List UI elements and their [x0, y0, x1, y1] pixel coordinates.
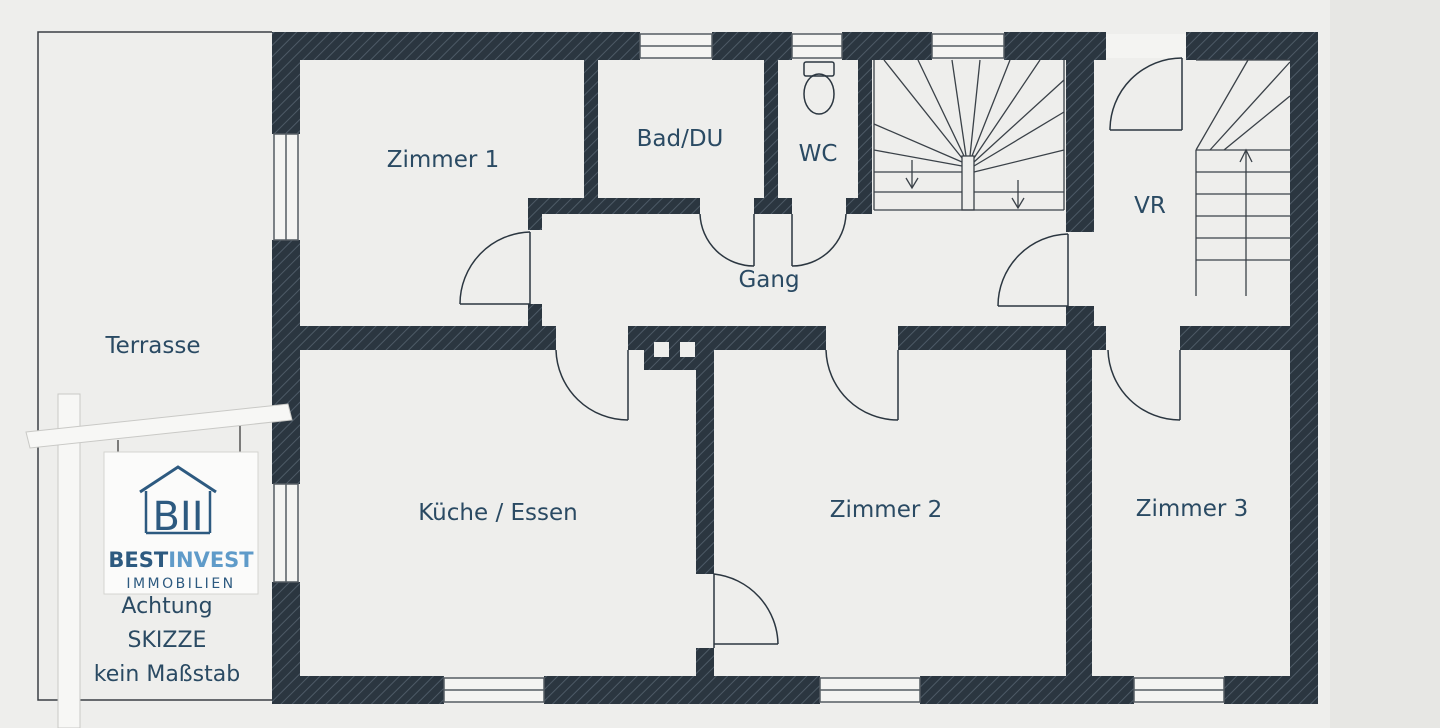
room-label-wc: WC [799, 141, 838, 167]
room-label-gang: Gang [738, 267, 799, 293]
room-label-bad: Bad/DU [637, 126, 724, 152]
note-line-2: SKIZZE [128, 628, 207, 653]
room-label-zimmer1: Zimmer 1 [387, 147, 500, 173]
room-label-terrasse: Terrasse [104, 333, 200, 359]
paper-right-edge [1330, 0, 1440, 728]
logo-letters: BII [152, 494, 203, 540]
note-line-3: kein Maßstab [94, 662, 240, 687]
room-label-zimmer2: Zimmer 2 [830, 497, 943, 523]
entrance-opening [1106, 34, 1186, 58]
sign-post [25, 393, 293, 728]
staircase-vr [1195, 59, 1291, 296]
brand-subtitle: IMMOBILIEN [126, 576, 235, 592]
note-line-1: Achtung [121, 594, 212, 619]
chimney-flue [654, 342, 669, 357]
real-estate-sign: BII BESTINVEST IMMOBILIEN [103, 451, 259, 595]
toilet-icon [803, 61, 835, 115]
doors [459, 57, 1183, 648]
staircase [873, 59, 1065, 211]
windows [273, 33, 1225, 703]
room-label-zimmer3: Zimmer 3 [1136, 496, 1249, 522]
room-label-kueche: Küche / Essen [418, 500, 577, 526]
room-label-vr: VR [1134, 193, 1166, 219]
house-logo-icon: BII [139, 465, 217, 540]
brand-name: BESTINVEST [108, 548, 254, 572]
chimney-flue [680, 342, 695, 357]
terrace-outline [37, 31, 272, 701]
walls [272, 32, 1318, 704]
